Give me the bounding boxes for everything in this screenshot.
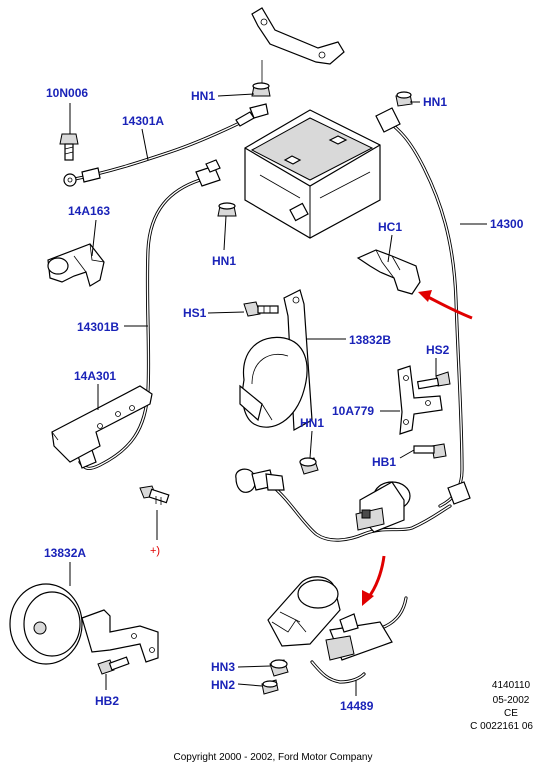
- battery-hold-down-bracket: [251, 7, 345, 84]
- label-14300: 14300: [490, 217, 524, 231]
- doc-ref: 4140110: [492, 680, 531, 691]
- clip-14A163: [47, 243, 105, 287]
- label-13832A: 13832A: [44, 546, 86, 560]
- label-hb2: HB2: [95, 694, 119, 708]
- label-hc1: HC1: [378, 220, 402, 234]
- bolt-hs2: [416, 371, 451, 390]
- doc-ce: CE: [504, 708, 518, 719]
- label-hb1: HB1: [372, 455, 396, 469]
- label-14301B: 14301B: [77, 320, 119, 334]
- label-14301A: 14301A: [122, 114, 164, 128]
- label-14A301: 14A301: [74, 369, 116, 383]
- cable-14300: [375, 107, 471, 508]
- horn-13832B: [239, 289, 313, 431]
- label-hn1-mid: HN1: [212, 254, 236, 268]
- label-14489: 14489: [340, 699, 374, 713]
- bracket-14A301: [51, 385, 153, 463]
- nut-hn1-top: [251, 82, 271, 97]
- label-14A163: 14A163: [68, 204, 110, 218]
- plus-note: +): [150, 545, 160, 557]
- cable-14301A: [63, 103, 269, 187]
- label-10N006: 10N006: [46, 86, 88, 100]
- label-hn1-top-right: HN1: [423, 95, 447, 109]
- battery: [244, 109, 381, 239]
- bolt-hs1: [243, 301, 279, 317]
- leader-lines: [69, 93, 487, 696]
- red-arrow-upper: [418, 290, 473, 320]
- label-hn1-lower: HN1: [300, 416, 324, 430]
- horn-13832A: [9, 583, 159, 665]
- bolt-hb2: [97, 656, 130, 675]
- label-13832B: 13832B: [349, 333, 391, 347]
- nut-hn1-lower: [299, 457, 319, 475]
- doc-date: 05-2002: [493, 695, 530, 706]
- label-hs2: HS2: [426, 343, 450, 357]
- bolt-hb1: [413, 443, 447, 459]
- starter-harness-upper: [235, 468, 452, 542]
- copyright-notice: Copyright 2000 - 2002, Ford Motor Compan…: [173, 752, 373, 763]
- label-hn1-top-left: HN1: [191, 89, 215, 103]
- doc-code: C 0022161 06: [470, 721, 533, 732]
- cable-14301B: [77, 159, 221, 470]
- bracket-10A779: [397, 365, 443, 435]
- red-arrow-lower: [362, 555, 386, 606]
- starter-detail: [267, 576, 408, 684]
- nut-hn1-top-right: [395, 91, 413, 107]
- label-10A779: 10A779: [332, 404, 374, 418]
- bolt-10N006: [59, 133, 79, 161]
- nut-hn1-mid: [217, 202, 237, 217]
- label-hs1: HS1: [183, 306, 207, 320]
- nut-hn2: [261, 679, 279, 695]
- clip-hc1: [356, 249, 421, 295]
- label-hn3: HN3: [211, 660, 235, 674]
- label-hn2: HN2: [211, 678, 235, 692]
- nut-hn3: [269, 659, 289, 677]
- bolt-plus: [139, 485, 170, 505]
